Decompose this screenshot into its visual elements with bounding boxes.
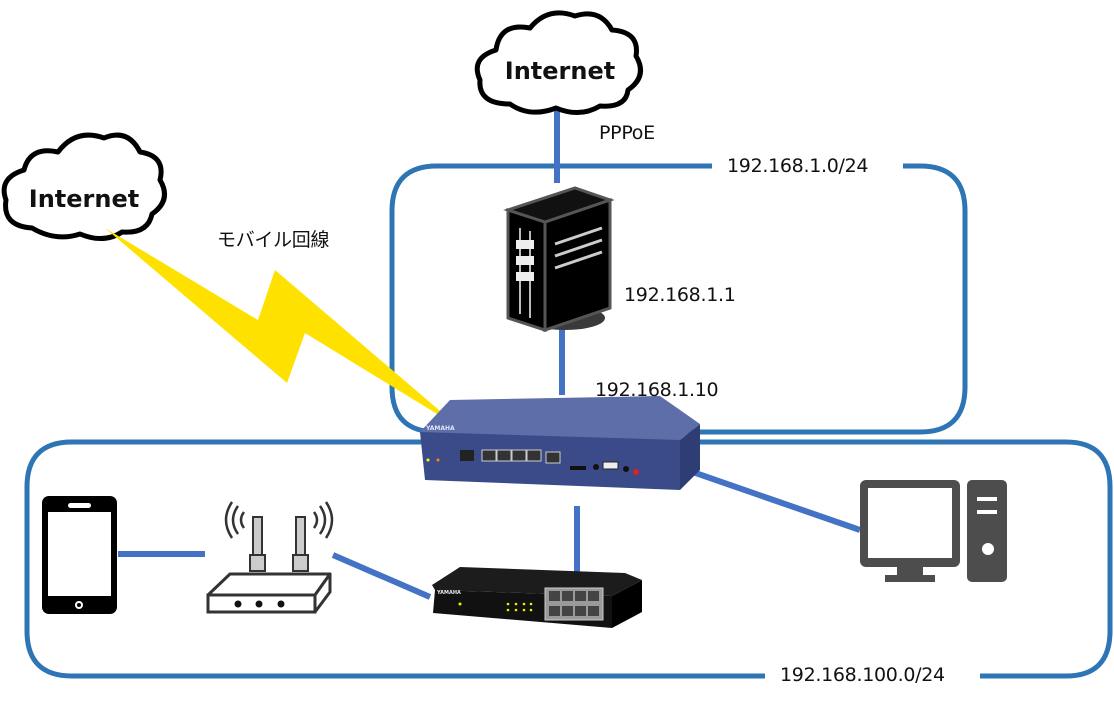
router-icon: YAMAHA (420, 396, 700, 490)
mobile-line-label: モバイル回線 (217, 229, 330, 251)
lan-segment-border (24, 439, 1113, 679)
wireless-bolt-icon (105, 228, 460, 428)
router-ip-label: 192.168.1.10 (595, 379, 719, 401)
lan-segment-label: 192.168.100.0/24 (780, 664, 945, 686)
desktop-pc-icon (860, 480, 1007, 582)
switch-icon: YAMAHA (432, 567, 642, 628)
cloud-label: Internet (29, 185, 139, 213)
cloud-label: Internet (505, 57, 615, 85)
wan-segment-label: 192.168.1.0/24 (727, 155, 869, 177)
cloud-icon: Internet (474, 10, 643, 115)
link-router-pc (683, 466, 861, 533)
link-ap-switch (331, 552, 432, 600)
onu-modem-icon (503, 186, 615, 333)
cloud-icon: Internet (1, 132, 167, 241)
wifi-router-icon (206, 501, 334, 614)
switch-brand: YAMAHA (436, 590, 461, 596)
smartphone-icon (42, 496, 117, 614)
pppoe-label: PPPoE (599, 122, 655, 144)
onu-ip-label: 192.168.1.1 (624, 284, 736, 306)
router-brand: YAMAHA (425, 425, 455, 432)
